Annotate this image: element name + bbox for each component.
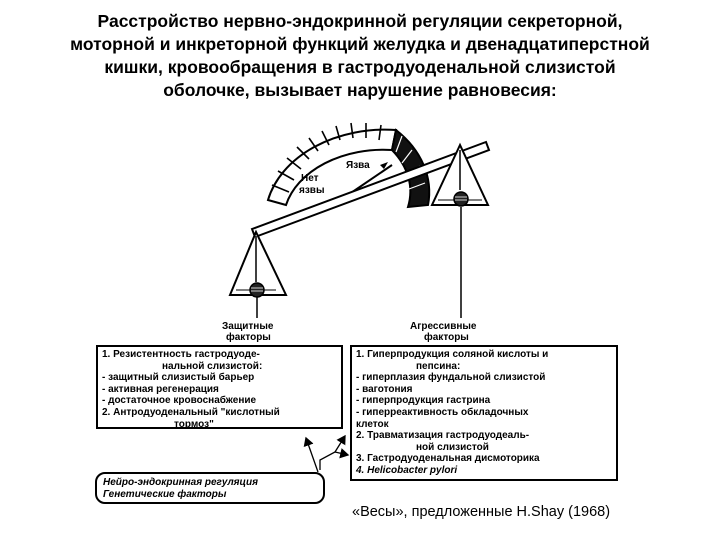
list-item: 2. Травматизация гастродуодеаль-: [356, 430, 530, 442]
list-item: - гиперплазия фундальной слизистой: [356, 372, 546, 384]
gauge-arc-white: [266, 128, 398, 207]
aggressive-heading: факторы: [424, 331, 469, 343]
title-line: кишки, кровообращения в гастродуоденальн…: [104, 57, 616, 77]
aggressive-heading: Агрессивные: [410, 321, 477, 332]
title-line: оболочке, вызывает нарушение равновесия:: [163, 80, 557, 100]
list-item: нальной слизистой:: [162, 360, 263, 372]
list-item: - гиперпродукция гастрина: [356, 395, 491, 407]
list-item: тормоз": [174, 418, 214, 429]
list-item: - активная регенерация: [102, 383, 219, 395]
aggressive-factors-box: 1. Гиперпродукция соляной кислоты и пепс…: [350, 345, 618, 481]
title-line: Расстройство нервно-эндокринной регуляци…: [97, 11, 623, 31]
regulation-connector: [303, 436, 319, 473]
left-scale-pan: [228, 229, 288, 298]
no-ulcer-label: Нет: [301, 173, 319, 184]
gauge-arc-dark: [390, 128, 431, 209]
no-ulcer-label: язвы: [299, 185, 325, 196]
title-line: моторной и инкреторной функций желудка и…: [70, 34, 650, 54]
gauge-ticks: [271, 122, 382, 193]
protective-factors-box: 1. Резистентность гастродуоде- нальной с…: [96, 345, 343, 429]
list-item: 4. Helicobacter pylori: [356, 464, 458, 476]
protective-heading: Защитные: [222, 321, 274, 332]
list-item: 1. Резистентность гастродуоде-: [102, 349, 260, 360]
ulcer-label: Язва: [346, 160, 370, 171]
list-item: 1. Гиперпродукция соляной кислоты и: [356, 349, 549, 360]
list-item: - гиперреактивность обкладочных: [356, 406, 529, 418]
protective-heading: факторы: [226, 331, 271, 343]
regulation-line: Нейро-эндокринная регуляция: [103, 477, 259, 488]
list-item: - защитный слизистый барьер: [102, 372, 255, 384]
regulation-connector: [334, 448, 350, 459]
figure-caption: «Весы», предложенные H.Shay (1968): [352, 504, 611, 520]
regulation-line: Генетические факторы: [103, 489, 227, 500]
list-item: 2. Антродуоденальный "кислотный: [102, 406, 280, 418]
list-item: пепсина:: [416, 360, 461, 372]
regulation-box: Нейро-эндокринная регуляция Генетические…: [95, 472, 325, 504]
list-item: - достаточное кровоснабжение: [102, 395, 257, 407]
ulcer-arrow-icon: [380, 162, 388, 169]
list-item: - ваготония: [356, 383, 413, 395]
list-item: 3. Гастродуоденальная дисмоторика: [356, 453, 540, 465]
right-scale-pan: [430, 142, 490, 207]
regulation-connector: [319, 434, 346, 470]
list-item: ной слизистой: [416, 441, 489, 453]
page-title: Расстройство нервно-эндокринной регуляци…: [20, 10, 700, 102]
list-item: клеток: [356, 418, 389, 430]
